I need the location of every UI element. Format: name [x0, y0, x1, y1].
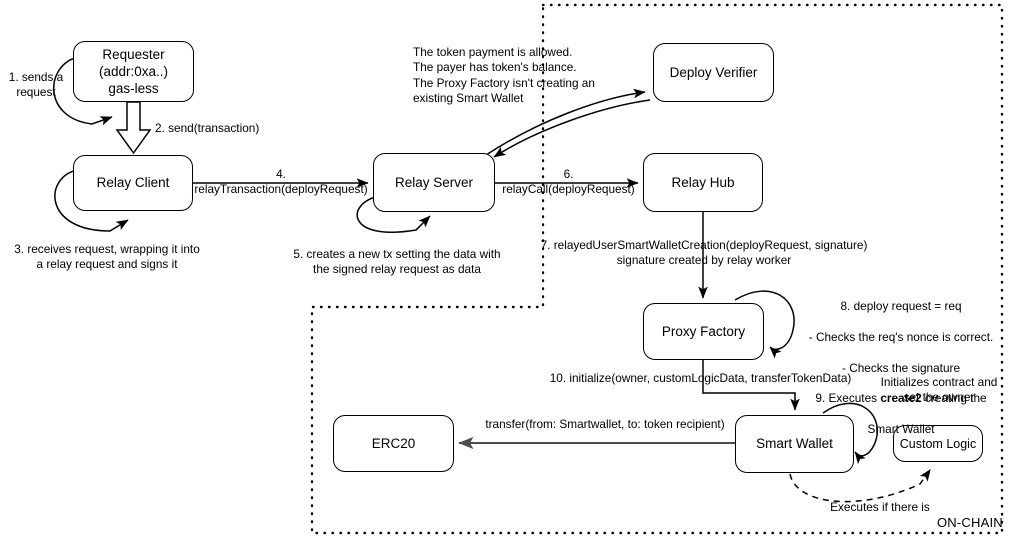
arrow-step2-block	[115, 101, 152, 155]
node-custom-logic-label: Custom Logic	[899, 436, 977, 451]
label-executes-if-there-is: Executes if there is	[830, 500, 930, 514]
label-step9-post: creating the	[921, 391, 987, 406]
node-smart-wallet[interactable]: Smart Wallet	[735, 415, 854, 473]
label-step6: 6. relayCall(deployRequest)	[502, 167, 635, 197]
label-transfer: transfer(from: Smartwallet, to: token re…	[485, 417, 725, 431]
label-step2: 2. send(transaction)	[155, 121, 260, 135]
label-step7: 7. relayedUserSmartWalletCreation(deploy…	[540, 238, 868, 268]
label-step1: 1. sends a request	[8, 70, 64, 100]
label-verifier-note: The token payment is allowed. The payer …	[413, 45, 595, 105]
node-erc20[interactable]: ERC20	[333, 415, 454, 472]
label-step5: 5. creates a new tx setting the data wit…	[293, 247, 501, 277]
label-step9-line5: Smart Wallet	[867, 421, 935, 436]
node-relay-hub[interactable]: Relay Hub	[643, 153, 763, 212]
label-step10: 10. initialize(owner, customLogicData, t…	[549, 371, 852, 385]
node-relay-server[interactable]: Relay Server	[373, 153, 495, 212]
node-relay-server-label: Relay Server	[394, 174, 474, 190]
label-step8-line2: - Checks the req's nonce is correct.	[808, 329, 994, 344]
label-step8-line3: - Checks the signature	[841, 360, 961, 375]
label-step9-create2: create2	[880, 391, 922, 406]
label-step9-pre: 9. Executes	[815, 391, 881, 406]
label-step8-9: 8. deploy request = req - Checks the req…	[790, 284, 1009, 437]
node-smart-wallet-label: Smart Wallet	[756, 436, 833, 452]
node-proxy-factory-label: Proxy Factory	[661, 323, 746, 339]
node-requester[interactable]: Requester (addr:0xa..) gas-less	[73, 41, 194, 102]
node-deploy-verifier[interactable]: Deploy Verifier	[653, 43, 774, 102]
node-relay-client-label: Relay Client	[96, 175, 170, 191]
node-erc20-label: ERC20	[371, 435, 416, 451]
node-relay-client[interactable]: Relay Client	[73, 155, 193, 211]
on-chain-zone-label: ON-CHAIN	[937, 515, 1003, 530]
label-step4: 4. relayTransaction(deployRequest)	[194, 167, 368, 197]
node-requester-label: Requester (addr:0xa..) gas-less	[98, 46, 169, 97]
label-step8-line1: 8. deploy request = req	[840, 299, 962, 314]
label-step3: 3. receives request, wrapping it into a …	[14, 242, 200, 272]
label-initializes-contract: Initializes contract and set the owner	[880, 375, 998, 405]
arrow-executes-if-there-is	[789, 469, 931, 503]
node-relay-hub-label: Relay Hub	[671, 174, 735, 190]
node-deploy-verifier-label: Deploy Verifier	[669, 64, 758, 80]
node-custom-logic[interactable]: Custom Logic	[893, 425, 983, 462]
node-proxy-factory[interactable]: Proxy Factory	[643, 303, 764, 360]
